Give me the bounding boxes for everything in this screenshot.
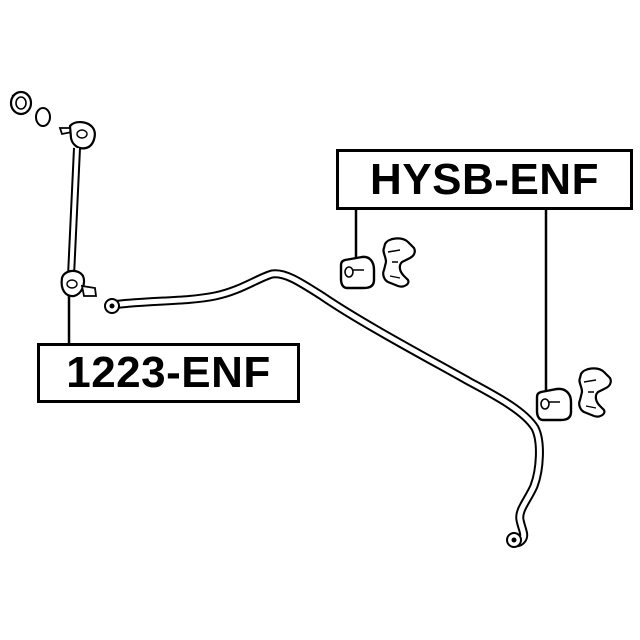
link-part-number-label: 1223-ENF — [37, 343, 300, 403]
link-nut — [9, 90, 33, 116]
link-washer — [35, 107, 51, 127]
bushing-bracket-right — [578, 367, 612, 418]
stabilizer-bushing-left — [339, 255, 376, 290]
leader-lines — [67, 210, 548, 390]
bushing-part-number-label: HYSB-ENF — [336, 149, 633, 210]
stabilizer-bushing-right — [535, 387, 573, 422]
stabilizer-link — [58, 121, 98, 298]
stabilizer-bar — [104, 269, 544, 548]
bushing-bracket-left — [382, 237, 416, 288]
